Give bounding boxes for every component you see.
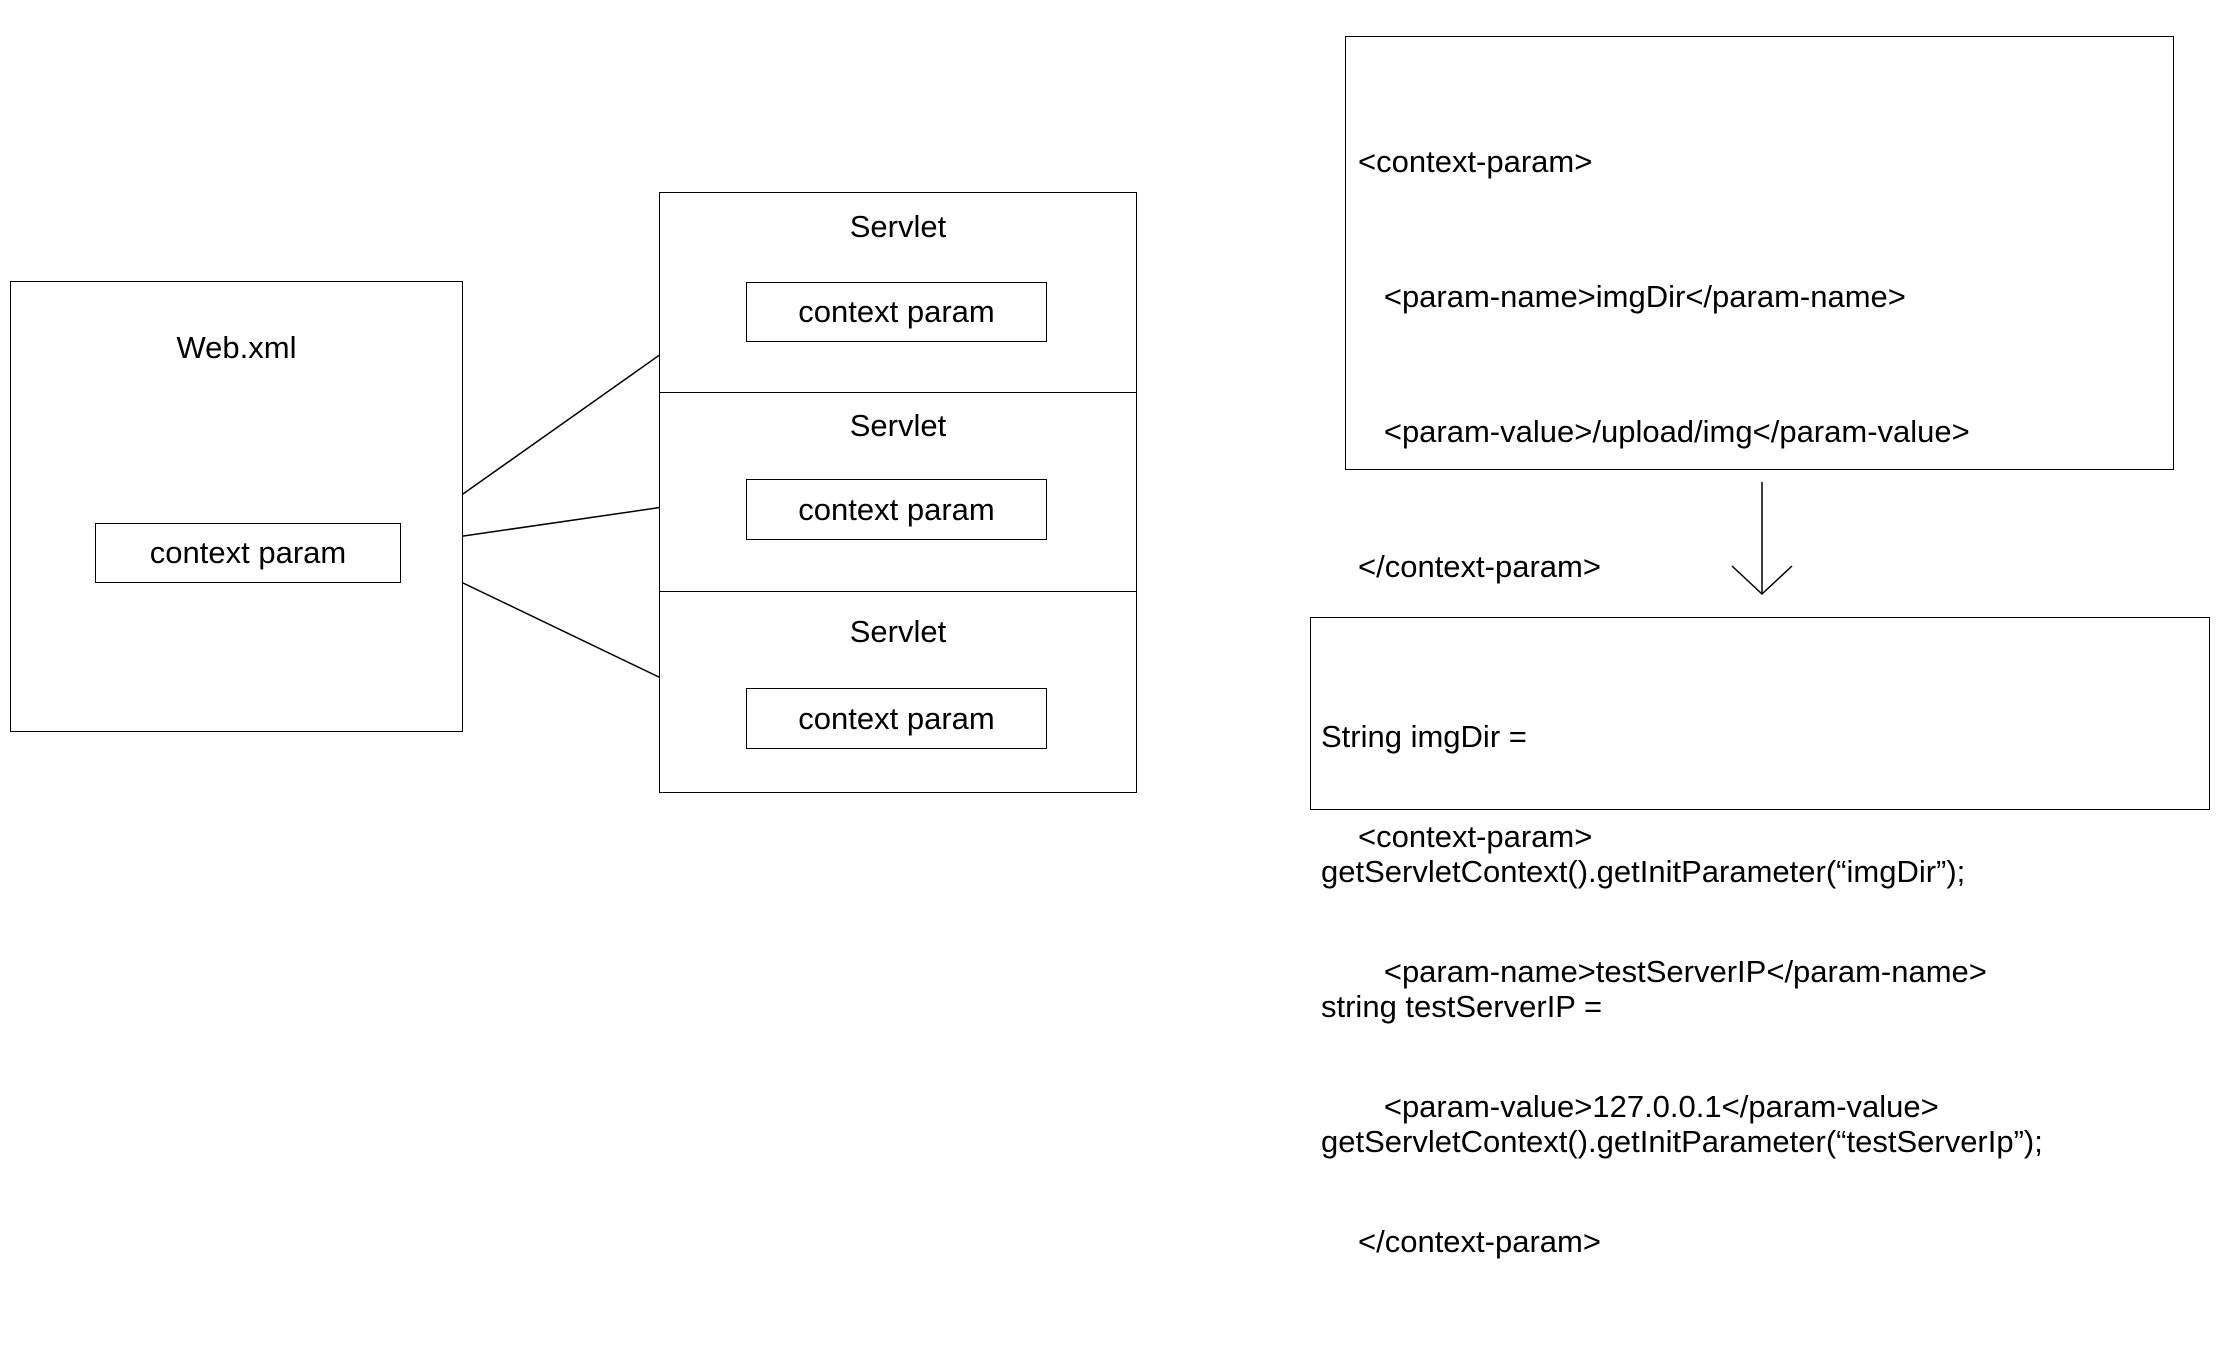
webxml-context-param-label: context param: [149, 535, 347, 570]
webxml-box: Web.xml context param: [10, 281, 463, 732]
xml-line-1: <context-param>: [1358, 144, 1593, 179]
servlet-context-param-label-2: context param: [798, 491, 995, 527]
java-code: String imgDir = getServletContext().getI…: [1321, 624, 2043, 1254]
java-line-3: string testServerIP =: [1321, 989, 1603, 1024]
servlet-context-param-label-1: context param: [798, 294, 995, 329]
java-line-4: getServletContext().getInitParameter(“te…: [1321, 1124, 2043, 1159]
servlet-title-1: Servlet: [849, 209, 947, 244]
webxml-title: Web.xml: [176, 330, 297, 365]
webxml-context-param: context param: [95, 523, 401, 583]
java-code-box: String imgDir = getServletContext().getI…: [1310, 617, 2210, 1159]
servlet-title-2: Servlet: [849, 408, 947, 443]
servlet-context-param-1: context param: [746, 282, 1047, 342]
java-line-1: String imgDir =: [1321, 719, 1527, 754]
servlet-box-1: Servlet context param: [659, 192, 1137, 394]
servlet-context-param-label-3: context param: [798, 700, 995, 736]
servlet-context-param-2: context param: [746, 479, 1047, 540]
java-line-2: getServletContext().getInitParameter(“im…: [1321, 854, 1966, 889]
xml-line-4: </context-param>: [1358, 549, 1601, 584]
servlet-context-param-3: context param: [746, 688, 1047, 749]
xml-config-box: <context-param> <param-name>imgDir</para…: [1345, 36, 2174, 1259]
servlet-box-3: Servlet context param: [659, 591, 1137, 793]
xml-line-2: <param-name>imgDir</param-name>: [1358, 279, 1906, 314]
servlet-title-3: Servlet: [849, 614, 947, 649]
servlet-box-2: Servlet context param: [659, 392, 1137, 593]
xml-line-3: <param-value>/upload/img</param-value>: [1358, 414, 1970, 449]
